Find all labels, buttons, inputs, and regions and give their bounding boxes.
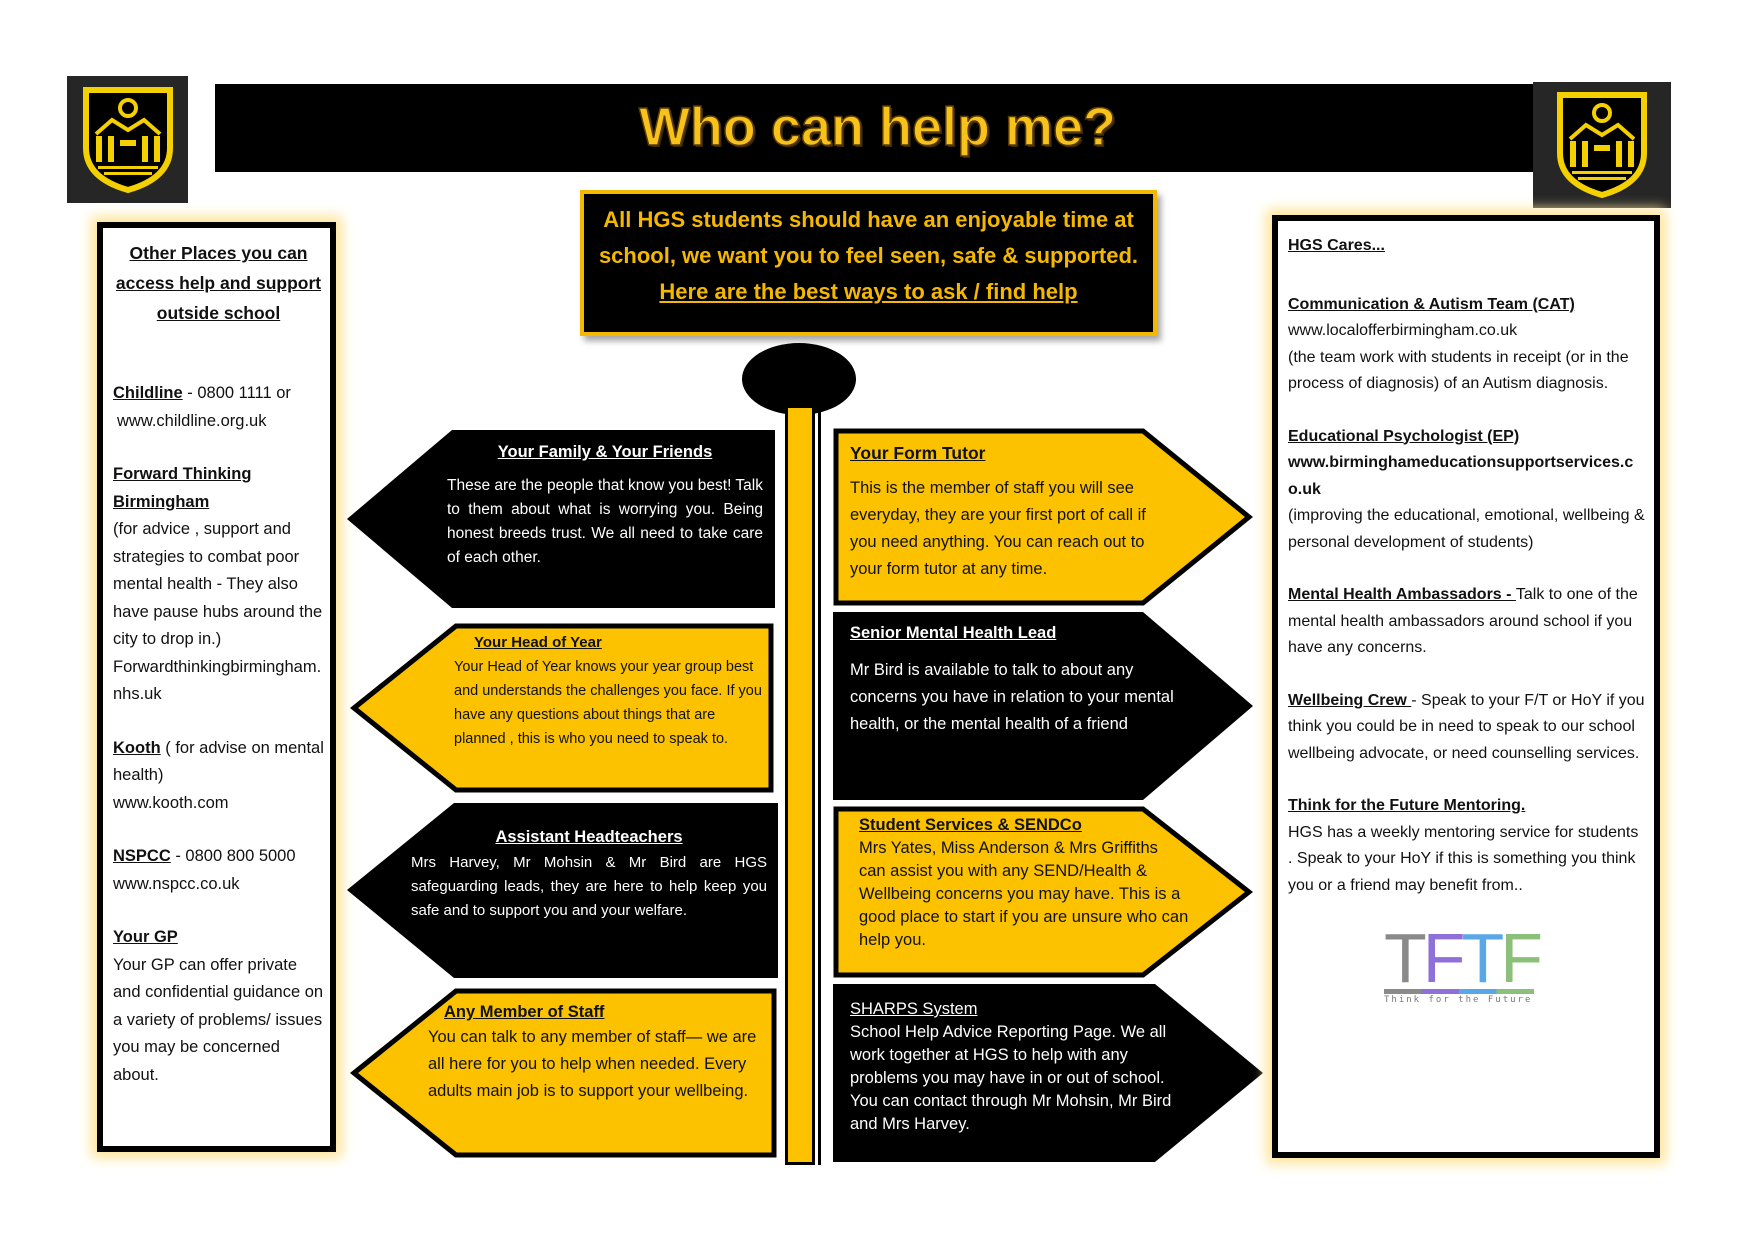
kooth-url[interactable]: www.kooth.com [113, 793, 229, 812]
wellbeing-crew-entry: Wellbeing Crew - Speak to your F/T or Ho… [1288, 688, 1646, 768]
ep-name: Educational Psychologist (EP) [1288, 427, 1520, 445]
sign-text: You can talk to any member of staff— we … [428, 1028, 757, 1100]
nspcc-entry: NSPCC - 0800 800 5000 [113, 843, 324, 871]
sign-form-tutor: Your Form Tutor This is the member of st… [833, 428, 1253, 606]
sign-title: Student Services & SENDCo [859, 816, 1082, 834]
ftb-name: Forward Thinking Birmingham [113, 465, 252, 511]
sign-text: This is the member of staff you will see… [850, 479, 1146, 578]
sign-text: School Help Advice Reporting Page. We al… [850, 1023, 1172, 1133]
childline-url[interactable]: www.childline.org.uk [117, 411, 267, 430]
sign-title: Senior Mental Health Lead [850, 624, 1057, 642]
sign-title: Your Family & Your Friends [497, 443, 713, 461]
mha-text: Talk to one of the mental health ambassa… [1288, 586, 1638, 656]
sign-title: Your Head of Year [474, 634, 602, 651]
kooth-name: Kooth [113, 738, 161, 757]
hgs-cares-title: HGS Cares... [1288, 237, 1385, 254]
nspcc-name: NSPCC [113, 847, 171, 865]
outside-school-title: Other Places you can access help and sup… [115, 243, 322, 323]
intro-find-help-link[interactable]: Here are the best ways to ask / find hel… [659, 279, 1078, 304]
sign-title: Assistant Headteachers [495, 828, 683, 846]
tftf-logo-caption: Think for the Future [1384, 995, 1533, 1005]
ep-text: (improving the educational, emotional, w… [1288, 507, 1645, 551]
cat-text: (the team work with students in receipt … [1288, 348, 1629, 393]
mha-entry: Mental Health Ambassadors - Talk to one … [1288, 582, 1646, 662]
sign-senior-mental-health-lead: Senior Mental Health Lead Mr Bird is ava… [833, 612, 1253, 800]
intro-box: All HGS students should have an enjoyabl… [580, 190, 1157, 336]
sign-text: Mrs Harvey, Mr Mohsin & Mr Bird are HGS … [411, 854, 767, 919]
sign-student-services: Student Services & SENDCo Mrs Yates, Mis… [833, 806, 1253, 978]
nspcc-phone: - 0800 800 5000 [170, 847, 296, 865]
hgs-cares-panel: HGS Cares... Communication & Autism Team… [1272, 215, 1660, 1158]
sign-text: Mrs Yates, Miss Anderson & Mrs Griffiths… [859, 839, 1189, 949]
crest-icon [82, 86, 173, 193]
sign-title: SHARPS System [850, 1000, 978, 1018]
sign-text: These are the people that know you best!… [447, 477, 763, 566]
tftf-name: Think for the Future Mentoring. [1288, 797, 1526, 814]
signpost-pole-shadow [818, 405, 821, 1165]
wc-text: - Speak to your F/T or HoY if you think … [1288, 691, 1645, 762]
intro-line-1: All HGS students should have an enjoyabl… [603, 207, 1134, 232]
gp-text: Your GP can offer private and confidenti… [113, 955, 324, 1084]
sign-sharps-system: SHARPS System School Help Advice Reporti… [833, 984, 1263, 1162]
cat-url[interactable]: www.localofferbirmingham.co.uk [1288, 322, 1518, 339]
page-title: Who can help me? [638, 96, 1117, 158]
nspcc-url[interactable]: www.nspcc.co.uk [113, 874, 240, 893]
signpost-pole [785, 405, 815, 1165]
intro-line-2: school, we want you to feel seen, safe &… [598, 243, 1139, 268]
outside-school-panel: Other Places you can access help and sup… [97, 222, 336, 1152]
signpost-top [742, 343, 856, 415]
sign-text: Mr Bird is available to talk to about an… [850, 661, 1174, 733]
mha-name: Mental Health Ambassadors - [1288, 586, 1516, 603]
gp-name: Your GP [113, 928, 178, 946]
childline-phone: - 0800 1111 or [182, 384, 291, 402]
tftf-text: HGS has a weekly mentoring service for s… [1288, 823, 1639, 894]
sign-assistant-headteachers: Assistant Headteachers Mrs Harvey, Mr Mo… [347, 803, 778, 978]
school-crest-logo-right [1533, 82, 1671, 208]
kooth-text: ( for advise on mental health) [113, 738, 324, 785]
sign-head-of-year: Your Head of Year Your Head of Year know… [350, 623, 775, 793]
sign-any-member-of-staff: Any Member of Staff You can talk to any … [350, 988, 778, 1158]
title-bar [215, 84, 1540, 172]
kooth-entry: Kooth ( for advise on mental health) [113, 735, 324, 790]
childline-name: Childline [113, 384, 183, 402]
childline-entry: Childline - 0800 1111 or [113, 380, 324, 408]
ftb-text: (for advice , support and strategies to … [113, 520, 323, 703]
crest-icon [1557, 92, 1647, 199]
sign-family-friends: Your Family & Your Friends These are the… [347, 430, 775, 608]
school-crest-logo-left [67, 76, 188, 203]
cat-name: Communication & Autism Team (CAT) [1288, 295, 1575, 313]
sign-title: Your Form Tutor [850, 443, 986, 463]
sign-title: Any Member of Staff [444, 1003, 605, 1021]
ep-url[interactable]: www.birminghameducationsupportservices.c… [1288, 454, 1634, 498]
sign-text: Your Head of Year knows your year group … [454, 659, 762, 747]
wc-name: Wellbeing Crew [1288, 691, 1412, 709]
